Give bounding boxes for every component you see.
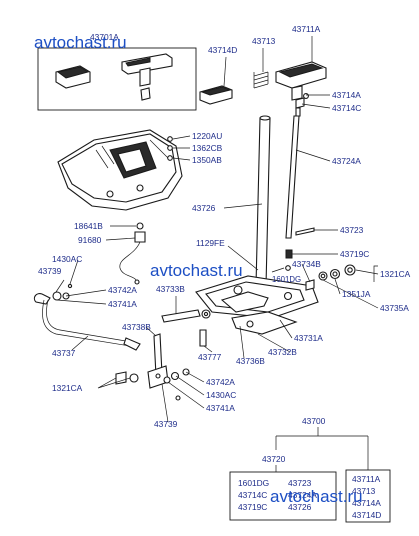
console-housing-part [57,129,183,211]
knob-cap-part [55,65,91,89]
tree-b-item-1: 43711A [352,474,381,484]
label-91680: 91680 [78,235,102,245]
housing-screws [167,136,173,161]
tree-b-item-4: 43714D [352,510,381,520]
label-43733B: 43733B [156,284,185,294]
watermarks: avtochast.ru avtochast.ru avtochast.ru [34,33,363,506]
label-43741A-bottom: 43741A [206,403,235,413]
label-1321CA-right: 1321CA [380,269,411,279]
shift-knob-part [275,61,327,101]
bottom-bushings [115,368,190,401]
bulb-socket-part [119,222,146,285]
label-43742A-left: 43742A [108,285,137,295]
label-43724A: 43724A [332,156,361,166]
label-43719C: 43719C [340,249,369,259]
cable-bushings-left [52,283,73,301]
tree-a-item-2: 43714C [238,490,267,500]
pin-part [295,227,315,236]
label-43701A: 43701A [90,32,119,42]
clevis-pin-part [199,329,207,347]
tree-a-item-1: 1601DG [238,478,269,488]
label-43738B: 43738B [122,322,151,332]
tree-a-item-4: 43723 [288,478,312,488]
label-43723: 43723 [340,225,364,235]
watermark-bottom: avtochast.ru [270,487,363,506]
lever-bracket-part [147,333,169,389]
tree-group-a-label: 43720 [262,454,286,464]
push-rod-part [285,107,301,239]
label-43739-left: 43739 [38,266,62,276]
knob-parts-right [199,61,327,109]
shift-cable-part [33,293,141,351]
watermark-middle: avtochast.ru [150,261,243,280]
label-43726: 43726 [192,203,216,213]
label-43713: 43713 [252,36,276,46]
tree-a-item-5: 43724A [288,490,317,500]
label-43711A: 43711A [292,24,321,34]
label-43734B: 43734B [292,259,321,269]
label-43714C: 43714C [332,103,361,113]
assembly-tree: 43700 43720 1601DG 43714C 43719C 43723 4… [229,416,391,523]
label-43735A: 43735A [380,303,409,313]
label-1362CB: 1362CB [192,143,223,153]
washer-part [285,265,291,271]
base-bracket-part [195,275,319,335]
label-1430AC-bottom: 1430AC [206,390,236,400]
watermark-top: avtochast.ru [34,33,127,52]
tree-a-item-3: 43719C [238,502,267,512]
tree-b-item-2: 43713 [352,486,376,496]
leader-lines [55,36,379,423]
knob-inset [37,47,197,111]
label-1601DG: 1601DG [272,275,301,284]
label-43731A: 43731A [294,333,323,343]
label-43737: 43737 [52,348,76,358]
label-1321CA-left: 1321CA [52,383,83,393]
spring-part [253,71,269,89]
label-1430AC-left: 1430AC [52,254,82,264]
label-43732B: 43732B [268,347,297,357]
label-43714D: 43714D [208,45,237,55]
tree-group-b-box [345,469,391,523]
tree-root-label: 43700 [302,416,326,426]
label-43739-bottom: 43739 [154,419,178,429]
part-labels: 43701A 43714D 43713 43711A 43714A 43714C… [38,24,411,429]
lever-spring-part [285,249,293,259]
bushing-part [295,97,305,109]
tree-group-a-box [229,471,337,521]
label-1220AU: 1220AU [192,131,222,141]
tree-b-item-3: 43714A [352,498,381,508]
tree-a-item-6: 43726 [288,502,312,512]
label-43742A-bottom: 43742A [206,377,235,387]
knob-inset-frame [37,47,197,111]
label-43777: 43777 [198,352,222,362]
label-18641B: 18641B [74,221,103,231]
label-43741A-left: 43741A [108,299,137,309]
select-arm-part [161,309,211,323]
t-handle-knob-part [121,53,173,101]
shift-lever-part [255,115,271,287]
label-1129FE: 1129FE [196,238,225,248]
label-1350AB: 1350AB [192,155,222,165]
right-bushings [305,264,356,291]
label-43714A: 43714A [332,90,361,100]
label-1351JA: 1351JA [342,289,371,299]
label-43736B: 43736B [236,356,265,366]
